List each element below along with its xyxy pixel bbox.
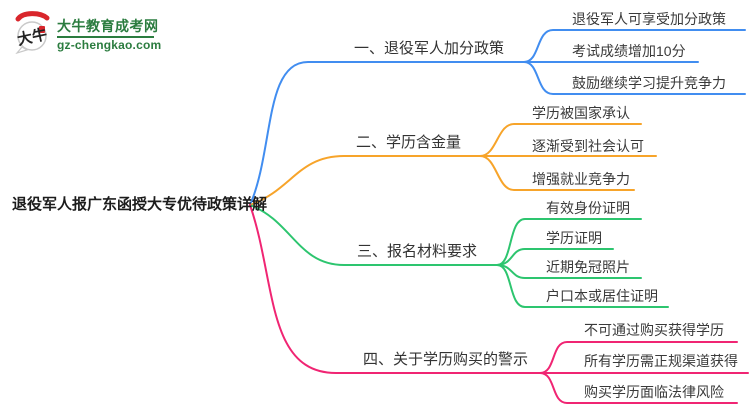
branch-3-label: 三、报名材料要求: [357, 243, 478, 260]
branch-2-child-1: 学历被国家承认: [532, 105, 630, 121]
branch-3-child-4-line: [496, 264, 669, 308]
branch-4-connector: [249, 204, 541, 374]
branch-2-child-2: 逐渐受到社会认可: [532, 138, 644, 154]
logo-divider: [57, 36, 154, 38]
branch-4-child-1-line: [539, 341, 738, 374]
logo-url: gz-chengkao.com: [57, 38, 162, 52]
svg-text:大牛: 大牛: [16, 25, 49, 49]
branch-3-child-1-line: [496, 218, 642, 266]
branch-4-lines: [249, 204, 749, 404]
branch-3-connector: [249, 204, 498, 266]
branch-3-lines: [249, 204, 669, 308]
branch-4-child-1: 不可通过购买获得学历: [584, 322, 724, 338]
branch-1-child-1: 退役军人可享受加分政策: [572, 11, 726, 27]
branch-3-child-4: 户口本或居住证明: [546, 288, 658, 304]
branch-4-label: 四、关于学历购买的警示: [363, 351, 529, 368]
branch-1-child-3: 鼓励继续学习提升竞争力: [572, 75, 726, 91]
branch-1-lines: [249, 29, 746, 206]
branch-1-child-3-line: [523, 61, 746, 95]
branch-2-label: 二、学历含金量: [356, 134, 462, 151]
branch-2-lines: [249, 123, 657, 206]
mindmap-root-node: 退役军人报广东函授大专优待政策详解: [12, 196, 268, 213]
branch-1-child-1-line: [523, 29, 746, 63]
logo-title: 大牛教育成考网: [57, 18, 159, 34]
branch-2-child-1-line: [479, 123, 642, 157]
branch-4-child-3-line: [539, 372, 738, 404]
branch-4-child-2: 所有学历需正规渠道获得: [584, 353, 738, 369]
branch-4-child-3: 购买学历面临法律风险: [584, 384, 724, 400]
branch-2-connector: [249, 155, 481, 206]
branch-3-child-2: 学历证明: [546, 230, 602, 246]
logo-seal-icon: 大牛: [15, 11, 50, 54]
branch-1-connector: [249, 61, 525, 206]
site-logo[interactable]: 大牛 大牛教育成考网 gz-chengkao.com: [12, 10, 161, 54]
branch-3-child-3: 近期免冠照片: [546, 259, 630, 275]
logo-text-block: 大牛教育成考网 gz-chengkao.com: [57, 10, 161, 52]
branch-3-child-1: 有效身份证明: [546, 200, 630, 216]
branch-2-child-3: 增强就业竞争力: [532, 171, 630, 187]
branch-2-child-3-line: [479, 155, 635, 191]
branch-1-label: 一、退役军人加分政策: [354, 40, 505, 57]
branch-1-child-2: 考试成绩增加10分: [572, 43, 686, 59]
